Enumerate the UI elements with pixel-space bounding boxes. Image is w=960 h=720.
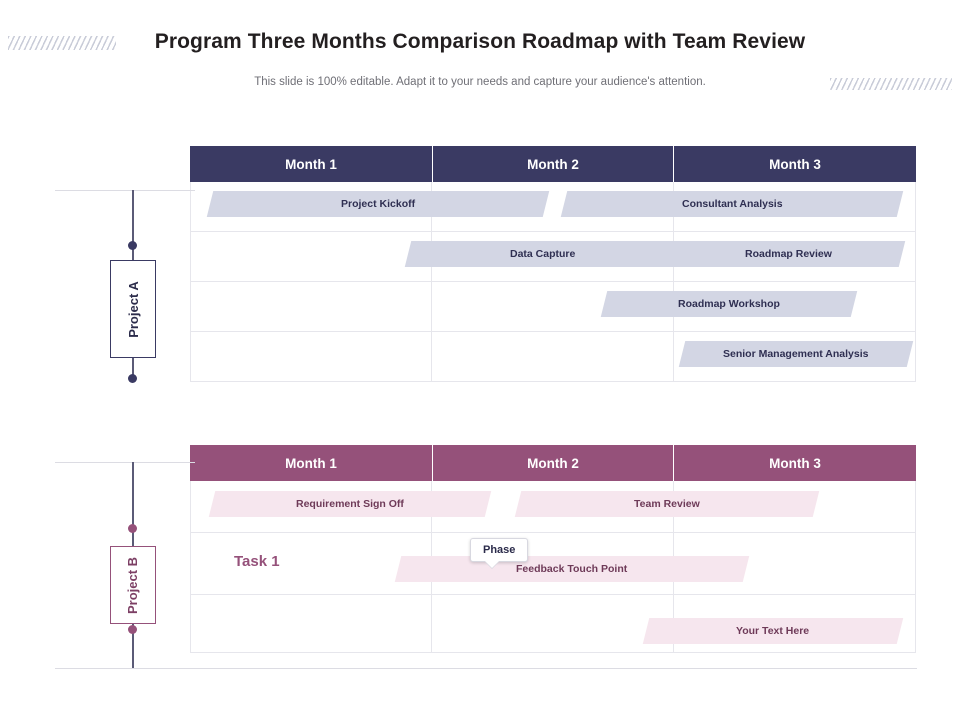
- gantt-bar[interactable]: Your Text Here: [642, 618, 904, 644]
- gantt-bar[interactable]: Consultant Analysis: [560, 191, 904, 217]
- rail-guide-line: [55, 190, 195, 191]
- gantt-bar[interactable]: Data Capture: [404, 241, 682, 267]
- grid-cell: [190, 232, 432, 282]
- project-b-label: Project B: [125, 556, 141, 614]
- grid-cell: [674, 481, 916, 533]
- grid-cell: [674, 332, 916, 382]
- gantt-bar-label: Your Text Here: [736, 625, 810, 637]
- gantt-bar[interactable]: Team Review: [514, 491, 820, 517]
- rail-dot-bottom: [128, 625, 137, 634]
- task-label: Task 1: [234, 553, 280, 570]
- gantt-bar[interactable]: Requirement Sign Off: [208, 491, 492, 517]
- page-subtitle: This slide is 100% editable. Adapt it to…: [254, 76, 706, 88]
- column-header-month-1: Month 1: [190, 445, 432, 481]
- gantt-bar-label: Roadmap Review: [744, 248, 832, 260]
- grid-cell: [674, 282, 916, 332]
- gantt-bar[interactable]: Roadmap Workshop: [600, 291, 858, 317]
- hatch-decoration-right: [830, 78, 952, 90]
- grid-cell: [674, 182, 916, 232]
- gantt-bar-label: Feedback Touch Point: [516, 563, 628, 575]
- grid-cell: [674, 533, 916, 595]
- phase-callout-label: Phase: [483, 544, 516, 556]
- column-header-month-2: Month 2: [433, 445, 673, 481]
- gantt-bar-label: Requirement Sign Off: [296, 498, 404, 510]
- rail-dot-top: [128, 241, 137, 250]
- gantt-bar-label: Project Kickoff: [340, 198, 416, 210]
- gantt-bar[interactable]: Senior Management Analysis: [678, 341, 914, 367]
- project-a-label: Project A: [125, 280, 141, 338]
- grid-cell: [190, 282, 432, 332]
- page-title: Program Three Months Comparison Roadmap …: [154, 30, 806, 53]
- grid-cell: [190, 332, 432, 382]
- grid-cell: [674, 232, 916, 282]
- project-b-label-box[interactable]: Project B: [110, 546, 156, 624]
- rail-dot-bottom: [128, 374, 137, 383]
- grid-cell: [674, 595, 916, 653]
- grid-cell: [432, 595, 674, 653]
- column-header-month-3: Month 3: [674, 445, 916, 481]
- roadmap-board-project-a: Month 1 Month 2 Month 3 Project Kickoff …: [190, 146, 916, 436]
- rail-guide-line: [55, 462, 195, 463]
- gantt-bar-label: Senior Management Analysis: [723, 348, 869, 360]
- grid-cell: [190, 533, 432, 595]
- rail-dot-top: [128, 524, 137, 533]
- column-header-month-1: Month 1: [190, 146, 432, 182]
- gantt-bar[interactable]: Project Kickoff: [206, 191, 550, 217]
- gantt-bar-label: Consultant Analysis: [681, 198, 783, 210]
- roadmap-board-project-b: Month 1 Month 2 Month 3 Requirement Sign…: [190, 445, 916, 665]
- gantt-bar[interactable]: Roadmap Review: [670, 241, 906, 267]
- column-header-month-3: Month 3: [674, 146, 916, 182]
- project-a-label-box[interactable]: Project A: [110, 260, 156, 358]
- grid-cell: [432, 332, 674, 382]
- gantt-bar[interactable]: Feedback Touch Point: [394, 556, 750, 582]
- bottom-rule: [55, 668, 917, 669]
- gantt-bar-label: Roadmap Workshop: [678, 298, 780, 310]
- gantt-bar-label: Team Review: [634, 498, 700, 510]
- grid-cell: [190, 595, 432, 653]
- hatch-decoration-left: [8, 36, 116, 50]
- column-header-month-2: Month 2: [433, 146, 673, 182]
- gantt-bar-label: Data Capture: [510, 248, 576, 260]
- phase-callout[interactable]: Phase: [470, 538, 529, 562]
